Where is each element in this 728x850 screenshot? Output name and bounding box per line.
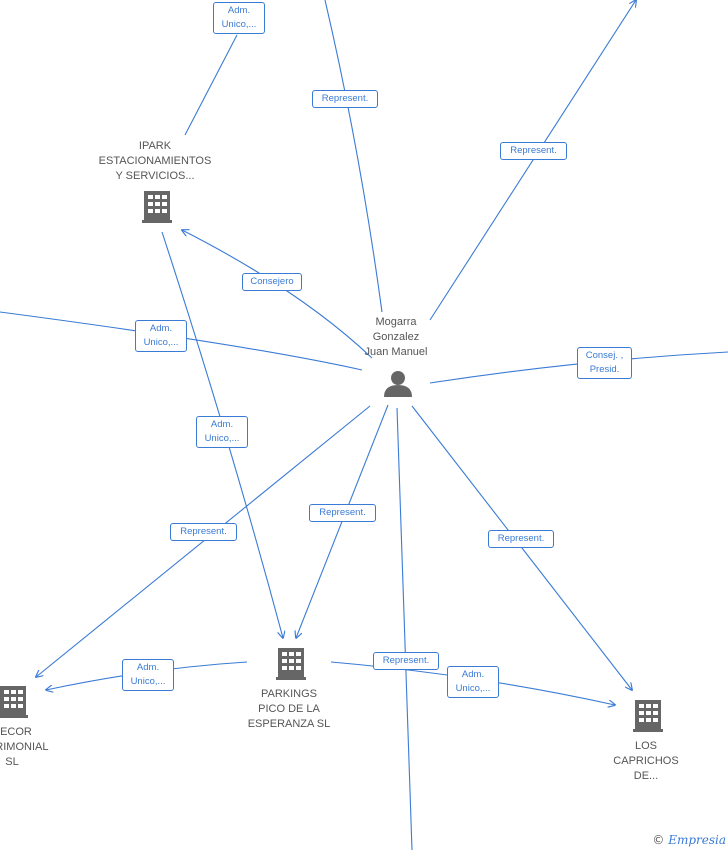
watermark: © Empresia bbox=[652, 833, 726, 847]
node-label-person[interactable]: Mogarra Gonzalez Juan Manuel bbox=[346, 315, 446, 360]
edge-label-line: Consej. , bbox=[585, 350, 624, 361]
edge-person-left bbox=[0, 311, 363, 371]
node-label-decor[interactable]: DECOR PATRIMONIAL SL bbox=[0, 725, 62, 770]
node-label-line: Mogarra bbox=[375, 316, 417, 328]
edge-label-line: Unico,... bbox=[143, 337, 179, 348]
node-label-line: Juan Manuel bbox=[364, 346, 428, 358]
edge-label-line: Unico,... bbox=[221, 19, 257, 30]
node-label-line: PATRIMONIAL bbox=[0, 741, 49, 753]
edge-label-line: Adm. bbox=[227, 5, 251, 16]
node-label-line: CAPRICHOS bbox=[613, 755, 679, 767]
edge-label-line: Represent. bbox=[319, 507, 366, 518]
building-icon-caprichos bbox=[633, 700, 663, 732]
node-label-line: PARKINGS bbox=[260, 688, 318, 700]
edge-label-adm-left[interactable]: Adm. Unico,... bbox=[135, 320, 187, 352]
edge-label-line: Adm. bbox=[210, 419, 234, 430]
edge-label-represent-right[interactable]: Represent. bbox=[488, 530, 554, 548]
node-label-line: DE... bbox=[633, 770, 659, 782]
edge-label-adm-bottom-right[interactable]: Adm. Unico,... bbox=[447, 666, 499, 698]
node-label-ipark[interactable]: IPARK ESTACIONAMIENTOS Y SERVICIOS... bbox=[90, 139, 220, 184]
node-label-line: IPARK bbox=[138, 140, 172, 152]
edge-label-line: Represent. bbox=[497, 533, 545, 544]
edge-label-line: Presid. bbox=[589, 364, 620, 375]
node-label-line: ESTACIONAMIENTOS bbox=[98, 155, 212, 167]
edge-person-ipark bbox=[182, 230, 373, 359]
edge-label-adm-bottom-left[interactable]: Adm. Unico,... bbox=[122, 659, 174, 691]
edge-person-top-right bbox=[429, 0, 636, 321]
node-label-line: SL bbox=[5, 756, 19, 768]
edge-label-represent-mid[interactable]: Represent. bbox=[309, 504, 376, 522]
edge-person-top bbox=[324, 0, 383, 313]
building-icon-ipark bbox=[142, 191, 172, 223]
edge-label-line: Adm. bbox=[149, 323, 173, 334]
building-icon-parkings bbox=[276, 648, 306, 680]
edge-person-decor bbox=[36, 405, 371, 677]
edge-label-line: Unico,... bbox=[204, 433, 240, 444]
edge-label-line: Adm. bbox=[136, 662, 160, 673]
copyright-icon: © bbox=[652, 833, 665, 847]
node-label-line: Y SERVICIOS... bbox=[115, 170, 195, 182]
node-label-line: DECOR bbox=[0, 726, 32, 738]
edge-label-represent-left[interactable]: Represent. bbox=[170, 523, 237, 541]
edge-label-adm-mid[interactable]: Adm. Unico,... bbox=[196, 416, 248, 448]
node-label-line: Gonzalez bbox=[372, 331, 420, 343]
edge-label-line: Represent. bbox=[180, 526, 227, 537]
node-label-line: PICO DE LA bbox=[258, 703, 320, 715]
edge-label-line: Adm. bbox=[461, 669, 485, 680]
edge-label-adm-top[interactable]: Adm. Unico,... bbox=[213, 2, 265, 34]
brand-logo: Empresia bbox=[668, 833, 726, 847]
edge-ipark-top bbox=[184, 34, 238, 136]
edge-label-line: Represent. bbox=[510, 145, 557, 156]
edge-person-bottom bbox=[396, 407, 413, 850]
node-label-line: ESPERANZA SL bbox=[247, 718, 331, 730]
edge-label-represent-top[interactable]: Represent. bbox=[312, 90, 378, 108]
edge-label-represent-top-right[interactable]: Represent. bbox=[500, 142, 567, 160]
edge-label-represent-bottom[interactable]: Represent. bbox=[373, 652, 439, 670]
edge-label-line: Represent. bbox=[321, 93, 369, 104]
edge-label-line: Unico,... bbox=[130, 676, 166, 687]
building-icon-decor bbox=[0, 686, 28, 718]
person-icon bbox=[384, 371, 412, 397]
edge-label-line: Consejero bbox=[250, 276, 294, 287]
node-label-line: LOS bbox=[634, 740, 657, 752]
node-label-parkings[interactable]: PARKINGS PICO DE LA ESPERANZA SL bbox=[234, 687, 344, 732]
edge-label-consej-presid[interactable]: Consej. , Presid. bbox=[577, 347, 632, 379]
edge-label-line: Unico,... bbox=[455, 683, 491, 694]
node-label-caprichos[interactable]: LOS CAPRICHOS DE... bbox=[606, 739, 686, 784]
edge-label-consejero[interactable]: Consejero bbox=[242, 273, 302, 291]
edge-label-line: Represent. bbox=[382, 655, 430, 666]
edge-person-caprichos bbox=[411, 405, 632, 690]
